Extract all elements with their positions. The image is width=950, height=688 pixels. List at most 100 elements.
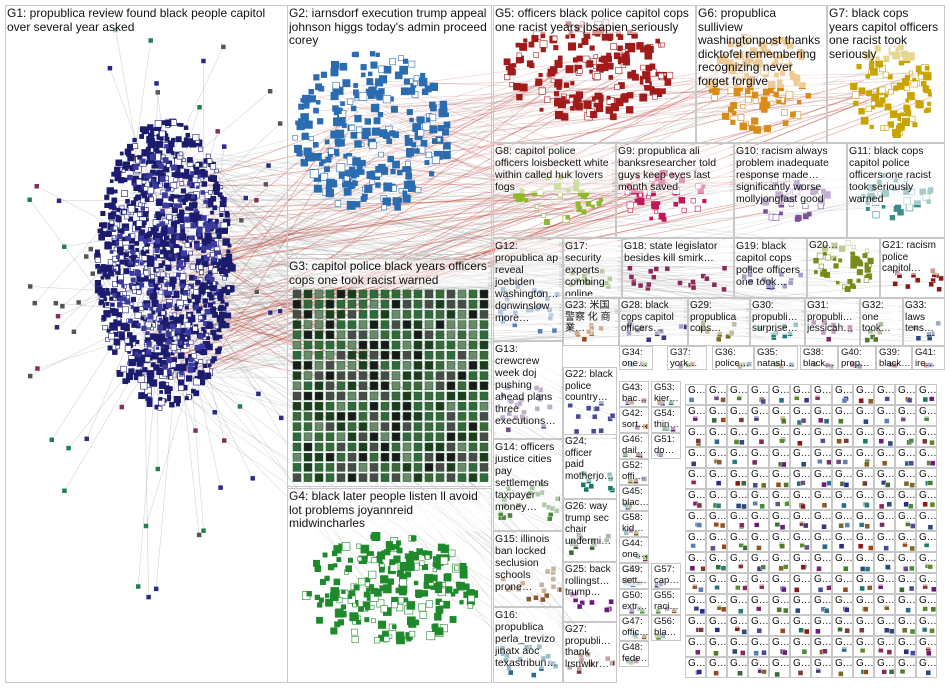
tiny-group-cell[interactable]: G… [832,594,853,615]
tiny-group-cell[interactable]: G… [874,510,895,531]
tiny-group-cell[interactable]: G… [916,615,937,636]
tiny-group-cell[interactable]: G… [832,615,853,636]
tiny-group-cell[interactable]: G… [853,552,874,573]
mini-group-box[interactable]: G34: one… [619,346,653,370]
tiny-group-cell[interactable]: G… [769,615,790,636]
tiny-group-cell[interactable]: G… [769,531,790,552]
mini-group-box[interactable]: G58: kid… [619,511,649,537]
tiny-group-cell[interactable]: G… [832,657,853,678]
tiny-group-cell[interactable]: G… [748,636,769,657]
tiny-group-cell[interactable]: G… [706,510,727,531]
mini-group-box[interactable]: G48: fede… [619,641,649,667]
mini-group-box[interactable]: G53: kier… [651,381,681,407]
tiny-group-cell[interactable]: G… [727,510,748,531]
tiny-group-cell[interactable]: G… [895,573,916,594]
mini-group-box[interactable]: G42: sort… [619,407,649,433]
tiny-group-cell[interactable]: G… [685,615,706,636]
tiny-group-cell[interactable]: G… [895,615,916,636]
tiny-group-cell[interactable]: G… [790,510,811,531]
tiny-group-cell[interactable]: G… [832,384,853,405]
tiny-group-cell[interactable]: G… [706,657,727,678]
tiny-group-cell[interactable]: G… [895,447,916,468]
tiny-group-cell[interactable]: G… [790,489,811,510]
tiny-group-cell[interactable]: G… [853,384,874,405]
tiny-group-cell[interactable]: G… [853,468,874,489]
tiny-group-cell[interactable]: G… [916,384,937,405]
tiny-group-cell[interactable]: G… [853,594,874,615]
tiny-group-cell[interactable]: G… [853,447,874,468]
mini-group-box[interactable]: G44: one… [619,537,649,563]
mini-group-box[interactable]: G55: raci… [651,589,681,615]
tiny-group-cell[interactable]: G… [706,489,727,510]
tiny-group-cell[interactable]: G… [685,405,706,426]
tiny-group-cell[interactable]: G… [706,573,727,594]
tiny-group-cell[interactable]: G… [853,426,874,447]
tiny-group-cell[interactable]: G… [874,531,895,552]
tiny-group-cell[interactable]: G… [895,657,916,678]
tiny-group-cell[interactable]: G… [769,657,790,678]
tiny-group-cell[interactable]: G… [727,552,748,573]
tiny-group-cell[interactable]: G… [790,552,811,573]
tiny-group-cell[interactable]: G… [853,657,874,678]
tiny-group-cell[interactable]: G… [706,447,727,468]
tiny-group-cell[interactable]: G… [769,636,790,657]
tiny-group-cell[interactable]: G… [916,426,937,447]
mini-group-box[interactable]: G38: black… [800,346,838,370]
tiny-group-cell[interactable]: G… [832,489,853,510]
mini-group-box[interactable]: G57: cap… [651,563,681,589]
tiny-group-cell[interactable]: G… [874,447,895,468]
tiny-group-cell[interactable]: G… [832,447,853,468]
mini-group-box[interactable]: G43: bac… [619,381,649,407]
tiny-group-cell[interactable]: G… [748,489,769,510]
tiny-group-cell[interactable]: G… [706,531,727,552]
tiny-group-cell[interactable]: G… [916,573,937,594]
tiny-group-cell[interactable]: G… [685,573,706,594]
tiny-group-cell[interactable]: G… [916,657,937,678]
tiny-group-cell[interactable]: G… [706,552,727,573]
tiny-group-cell[interactable]: G… [874,573,895,594]
mini-group-box[interactable]: G56: bla… [651,615,681,641]
group-g1-box[interactable] [5,5,288,683]
tiny-group-cell[interactable]: G… [769,510,790,531]
mini-group-box[interactable]: G35: natash… [754,346,798,370]
tiny-group-cell[interactable]: G… [727,615,748,636]
tiny-group-cell[interactable]: G… [874,636,895,657]
tiny-group-cell[interactable]: G… [769,594,790,615]
tiny-group-cell[interactable]: G… [811,510,832,531]
tiny-group-cell[interactable]: G… [916,552,937,573]
tiny-group-cell[interactable]: G… [748,615,769,636]
mini-group-box[interactable]: G45: blac… [619,485,649,511]
tiny-group-cell[interactable]: G… [874,552,895,573]
tiny-group-cell[interactable]: G… [832,405,853,426]
tiny-group-cell[interactable]: G… [895,384,916,405]
tiny-group-cell[interactable]: G… [727,468,748,489]
group-g3-box[interactable] [287,258,492,487]
tiny-group-cell[interactable]: G… [790,573,811,594]
tiny-group-cell[interactable]: G… [811,657,832,678]
tiny-group-cell[interactable]: G… [832,636,853,657]
mini-group-box[interactable]: G41: ire… [912,346,945,370]
tiny-group-cell[interactable]: G… [706,426,727,447]
tiny-group-cell[interactable]: G… [811,552,832,573]
tiny-group-cell[interactable]: G… [916,594,937,615]
tiny-group-cell[interactable]: G… [811,489,832,510]
tiny-group-cell[interactable]: G… [916,405,937,426]
tiny-group-cell[interactable]: G… [727,489,748,510]
tiny-group-cell[interactable]: G… [874,594,895,615]
tiny-group-cell[interactable]: G… [790,636,811,657]
tiny-group-cell[interactable]: G… [832,468,853,489]
mini-group-box[interactable]: G40: prop… [838,346,876,370]
tiny-group-cell[interactable]: G… [853,531,874,552]
tiny-group-cell[interactable]: G… [874,489,895,510]
tiny-group-cell[interactable]: G… [769,384,790,405]
tiny-group-cell[interactable]: G… [853,636,874,657]
tiny-group-cell[interactable]: G… [748,531,769,552]
tiny-group-cell[interactable]: G… [727,636,748,657]
tiny-group-cell[interactable]: G… [874,615,895,636]
tiny-group-cell[interactable]: G… [685,384,706,405]
tiny-group-cell[interactable]: G… [748,552,769,573]
tiny-group-cell[interactable]: G… [769,552,790,573]
tiny-group-cell[interactable]: G… [895,426,916,447]
tiny-group-cell[interactable]: G… [811,447,832,468]
tiny-group-cell[interactable]: G… [727,447,748,468]
